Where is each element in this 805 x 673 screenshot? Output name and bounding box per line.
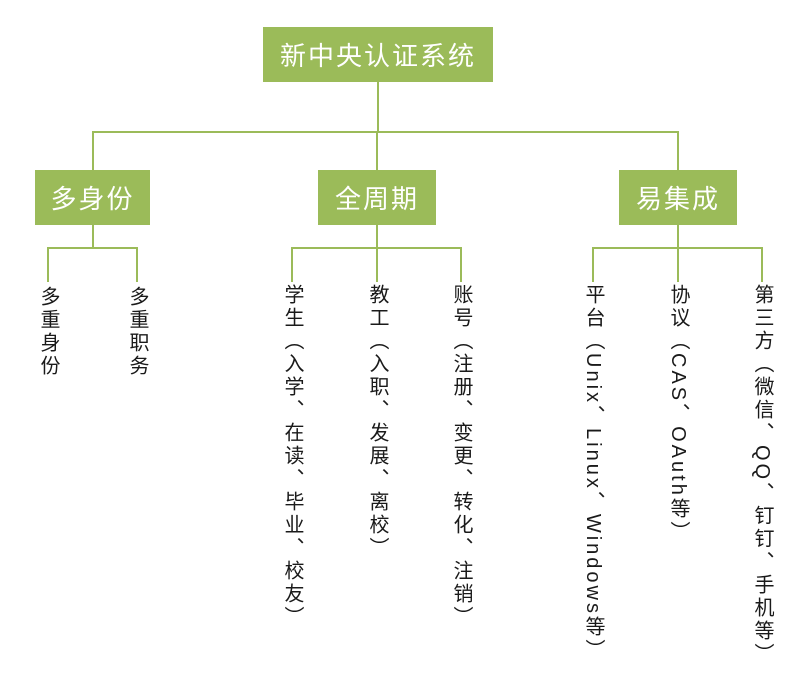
connector-branch1-horizontal bbox=[47, 247, 138, 249]
leaf-staff: 教工（入职、发展、离校） bbox=[366, 284, 388, 560]
connector-drop-leaf2-3 bbox=[460, 247, 462, 282]
leaf-multiple-identities: 多重身份 bbox=[37, 286, 59, 378]
connector-branch2-stem bbox=[376, 225, 378, 248]
connector-drop-branch2 bbox=[376, 131, 378, 171]
connector-branch3-stem bbox=[677, 225, 679, 248]
leaf-third-party: 第三方（微信、QQ、钉钉、手机等） bbox=[751, 284, 773, 667]
connector-level1-horizontal bbox=[92, 131, 679, 133]
connector-drop-leaf3-2 bbox=[677, 247, 679, 282]
node-root: 新中央认证系统 bbox=[263, 27, 493, 82]
connector-drop-leaf3-3 bbox=[761, 247, 763, 282]
node-easy-integration: 易集成 bbox=[619, 170, 737, 225]
leaf-accounts: 账号（注册、变更、转化、注销） bbox=[450, 284, 472, 629]
connector-drop-branch1 bbox=[92, 131, 94, 171]
leaf-platforms: 平台（Unix、Linux、Windows等） bbox=[582, 284, 604, 662]
connector-branch1-stem bbox=[92, 225, 94, 248]
connector-drop-leaf2-2 bbox=[376, 247, 378, 282]
leaf-protocols: 协议（CAS、OAuth等） bbox=[667, 284, 689, 544]
connector-drop-leaf1-1 bbox=[47, 247, 49, 282]
leaf-students: 学生（入学、在读、毕业、校友） bbox=[281, 284, 303, 629]
connector-drop-branch3 bbox=[677, 131, 679, 171]
connector-drop-leaf3-1 bbox=[592, 247, 594, 282]
connector-root-stem bbox=[377, 82, 379, 132]
connector-drop-leaf1-2 bbox=[136, 247, 138, 282]
connector-drop-leaf2-1 bbox=[291, 247, 293, 282]
node-multi-identity: 多身份 bbox=[35, 170, 150, 225]
leaf-multiple-roles: 多重职务 bbox=[126, 286, 148, 378]
node-full-lifecycle: 全周期 bbox=[318, 170, 436, 225]
